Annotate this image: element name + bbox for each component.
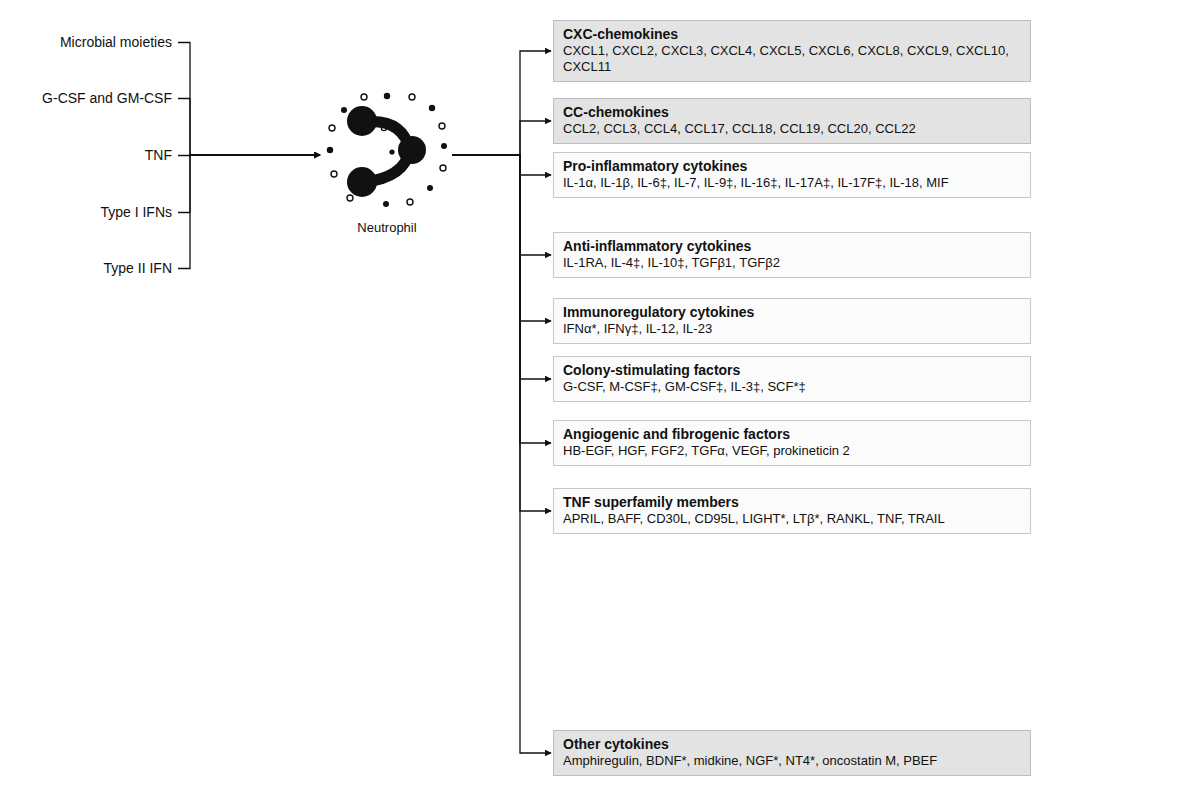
flow-arrow [178, 99, 320, 156]
flow-arrow [452, 155, 551, 511]
flow-arrow [452, 155, 551, 443]
flow-arrow [452, 51, 551, 155]
cell-label: Neutrophil [357, 220, 416, 235]
output-box: Pro-inflammatory cytokinesIL-1α, IL-1β, … [553, 152, 1031, 198]
box-heading: CXC-chemokines [563, 26, 1021, 43]
signal-label: Microbial moieties [0, 34, 172, 51]
box-heading: Pro-inflammatory cytokines [563, 158, 1021, 175]
box-heading: Colony-stimulating factors [563, 362, 1021, 379]
box-heading: Immunoregulatory cytokines [563, 304, 1021, 321]
input-signal: TNF [0, 147, 172, 164]
box-body: IFNα*, IFNγ‡, IL-12, IL-23 [563, 321, 1021, 337]
output-box: Angiogenic and fibrogenic factorsHB-EGF,… [553, 420, 1031, 466]
input-signal: Microbial moieties [0, 34, 172, 51]
neutrophil-illustration [322, 88, 452, 212]
box-heading: CC-chemokines [563, 104, 1021, 121]
output-box: Colony-stimulating factorsG-CSF, M-CSF‡,… [553, 356, 1031, 402]
input-signal: Type I IFNs [0, 204, 172, 221]
flow-arrow [452, 155, 551, 175]
signal-label: Type II IFN [0, 260, 172, 277]
box-heading: Anti-inflammatory cytokines [563, 238, 1021, 255]
box-body: CCL2, CCL3, CCL4, CCL17, CCL18, CCL19, C… [563, 121, 1021, 137]
box-body: HB-EGF, HGF, FGF2, TGFα, VEGF, prokineti… [563, 443, 1021, 459]
output-box: Anti-inflammatory cytokinesIL-1RA, IL-4‡… [553, 232, 1031, 278]
output-box: CC-chemokinesCCL2, CCL3, CCL4, CCL17, CC… [553, 98, 1031, 144]
neutrophil-cell: Neutrophil [322, 85, 452, 235]
output-box: Other cytokinesAmphiregulin, BDNF*, midk… [553, 730, 1031, 776]
input-signal: Type II IFN [0, 260, 172, 277]
flow-arrow [178, 155, 320, 213]
box-heading: Other cytokines [563, 736, 1021, 753]
flow-arrow [452, 155, 551, 321]
flow-arrow [178, 155, 320, 269]
flow-arrow [452, 121, 551, 155]
output-box: CXC-chemokinesCXCL1, CXCL2, CXCL3, CXCL4… [553, 20, 1031, 82]
box-body: APRIL, BAFF, CD30L, CD95L, LIGHT*, LTβ*,… [563, 511, 1021, 527]
output-box: Immunoregulatory cytokinesIFNα*, IFNγ‡, … [553, 298, 1031, 344]
flow-arrow [452, 155, 551, 379]
flow-arrow [452, 155, 551, 255]
box-heading: TNF superfamily members [563, 494, 1021, 511]
box-body: Amphiregulin, BDNF*, midkine, NGF*, NT4*… [563, 753, 1021, 769]
signal-label: G-CSF and GM-CSF [0, 90, 172, 107]
signal-label: Type I IFNs [0, 204, 172, 221]
output-box: TNF superfamily membersAPRIL, BAFF, CD30… [553, 488, 1031, 534]
flow-arrow [452, 155, 551, 753]
box-body: CXCL1, CXCL2, CXCL3, CXCL4, CXCL5, CXCL6… [563, 43, 1021, 75]
box-body: IL-1α, IL-1β, IL-6‡, IL-7, IL-9‡, IL-16‡… [563, 175, 1021, 191]
signal-label: TNF [0, 147, 172, 164]
box-body: G-CSF, M-CSF‡, GM-CSF‡, IL-3‡, SCF*‡ [563, 379, 1021, 395]
box-body: IL-1RA, IL-4‡, IL-10‡, TGFβ1, TGFβ2 [563, 255, 1021, 271]
input-signal: G-CSF and GM-CSF [0, 90, 172, 107]
flow-arrow [178, 43, 320, 156]
box-heading: Angiogenic and fibrogenic factors [563, 426, 1021, 443]
